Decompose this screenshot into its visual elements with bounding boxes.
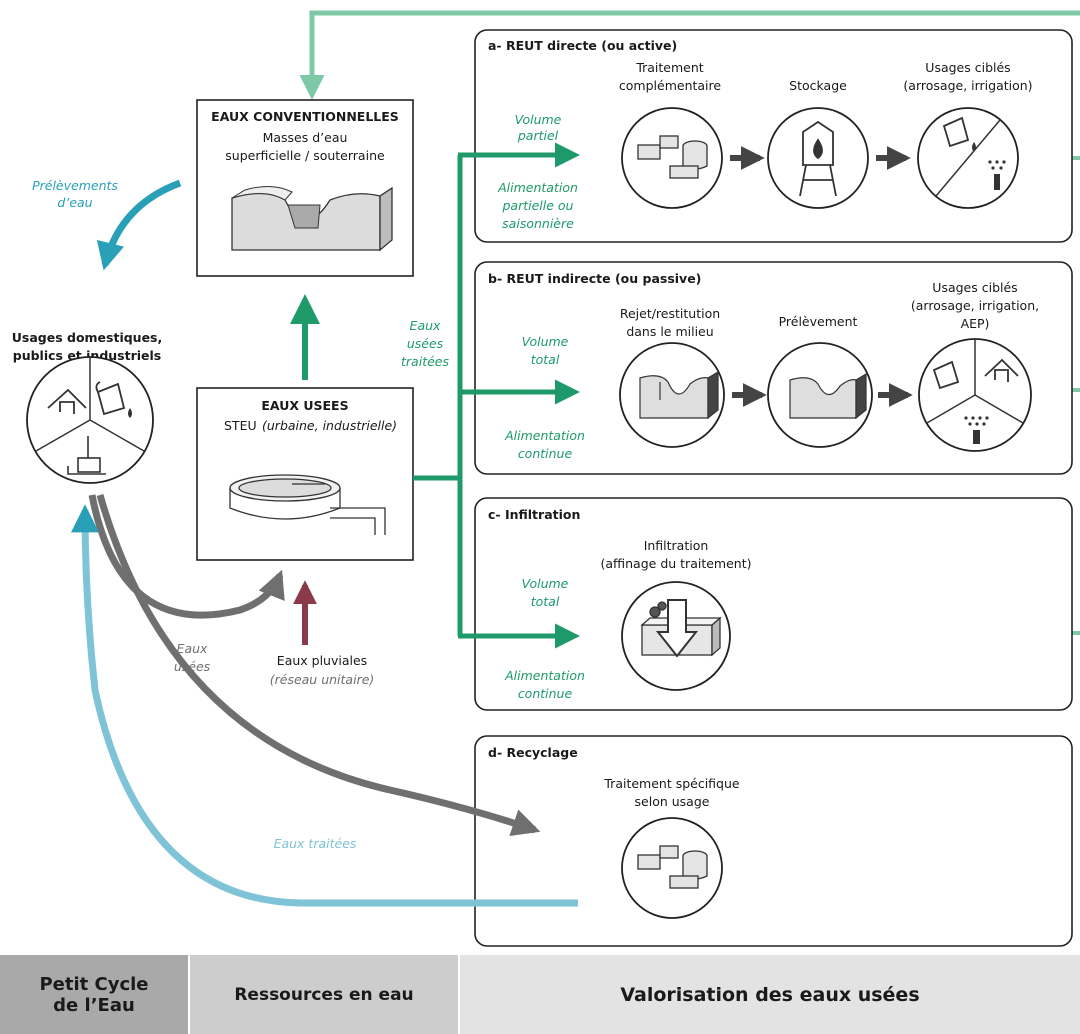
- panel-c-step1-line2: (affinage du traitement): [601, 556, 752, 571]
- usees-title: EAUX USEES: [261, 398, 348, 413]
- terrain-block-icon: [231, 186, 393, 252]
- panel-a-step1-line2: complémentaire: [619, 78, 721, 93]
- panel-c-alim-1: Alimentation: [504, 668, 585, 683]
- usees-steu: STEU: [224, 418, 257, 433]
- panel-a-volume-1: Volume: [515, 112, 562, 127]
- return-flow-line: [299, 10, 1080, 100]
- footer-petit-cycle: Petit Cycle de l’Eau: [0, 955, 188, 1034]
- watering-can-icon: [95, 381, 126, 416]
- water-drop-icon: [972, 142, 976, 152]
- panel-a-step3-line1: Usages ciblés: [925, 60, 1010, 75]
- pluviales-label-1: Eaux pluviales: [277, 653, 367, 668]
- sprinkler-icon: [988, 160, 1006, 190]
- footer-ressources-label: Ressources en eau: [234, 984, 414, 1005]
- panel-a-alim-2: partielle ou: [502, 198, 574, 213]
- panel-d-box: [474, 735, 1073, 947]
- panel-a-step2: Stockage: [789, 78, 847, 93]
- panel-c-step1-line1: Infiltration: [644, 538, 709, 553]
- panel-b-step3-line1: Usages ciblés: [932, 280, 1017, 295]
- water-drop-icon: [128, 408, 132, 418]
- panel-c-title: c- Infiltration: [488, 507, 580, 522]
- eaux-traitees-label-1: Eaux: [410, 318, 441, 333]
- footer-ressources: Ressources en eau: [190, 955, 458, 1034]
- panel-a-step1-line1: Traitement: [635, 60, 703, 75]
- panel-b-step3-line2: (arrosage, irrigation,: [911, 298, 1039, 313]
- eaux-usees-label-1: Eaux: [177, 641, 208, 656]
- pluviales-label-2: (réseau unitaire): [270, 672, 375, 687]
- watering-can-icon: [942, 116, 970, 148]
- panel-b-step3-line3: AEP): [961, 316, 990, 331]
- panel-a-title: a- REUT directe (ou active): [488, 38, 677, 53]
- footer-valorisation-label: Valorisation des eaux usées: [620, 983, 920, 1006]
- eaux-traitees-label-3: traitées: [401, 354, 449, 369]
- panel-a-usages-divider: [935, 119, 1001, 197]
- footer-valorisation: Valorisation des eaux usées: [460, 955, 1080, 1034]
- panel-c-volume-2: total: [531, 594, 560, 609]
- sprinkler-icon: [964, 416, 989, 444]
- usages-domestiques-dividers: [35, 357, 145, 452]
- treatment-tanks-icon: [637, 135, 708, 179]
- eaux-traitees-label-2: usées: [407, 336, 444, 351]
- recyclage-supply-arrow: [96, 494, 541, 837]
- eaux-usees-arrow: [88, 494, 285, 619]
- factory-icon: [67, 436, 106, 475]
- tap-house-icon: [47, 388, 87, 414]
- panel-d-step1-line2: selon usage: [635, 794, 710, 809]
- treatment-tanks-icon: [637, 845, 708, 889]
- eaux-traitees-return-label: Eaux traitées: [274, 836, 357, 851]
- panel-a-volume-2: partiel: [517, 128, 559, 143]
- panel-b-usages-dividers: [926, 339, 1024, 424]
- conventionnelles-line1: Masses d’eau: [263, 130, 348, 145]
- usees-steu-detail: (urbaine, industrielle): [262, 418, 397, 433]
- prelevements-label-1: Prélèvements: [32, 178, 118, 193]
- footer-petit-cycle-line1: Petit Cycle: [39, 973, 149, 995]
- panel-b-volume-2: total: [531, 352, 560, 367]
- infiltration-arrow-icon: [640, 599, 722, 658]
- water-tower-icon: [799, 120, 837, 197]
- panel-c-volume-1: Volume: [522, 576, 569, 591]
- panel-a-treatment-circle: [621, 107, 723, 209]
- footer-petit-cycle-line2: de l’Eau: [53, 994, 135, 1016]
- terrain-block-icon: [789, 372, 867, 420]
- eaux-usees-box: [196, 387, 414, 561]
- tap-house-icon: [984, 358, 1019, 382]
- distribution-lines: [413, 155, 463, 636]
- conventionnelles-line2: superficielle / souterraine: [225, 148, 385, 163]
- terrain-block-icon: [639, 370, 719, 420]
- conventionnelles-title: EAUX CONVENTIONNELLES: [211, 109, 399, 124]
- panel-d-treatment-circle: [621, 817, 723, 919]
- usages-domestiques-line1: Usages domestiques,: [12, 330, 163, 345]
- prelevements-label-2: d’eau: [57, 195, 92, 210]
- watering-can-icon: [932, 360, 960, 390]
- prelevements-arrow: [96, 179, 182, 271]
- panel-b-step1-line1: Rejet/restitution: [620, 306, 720, 321]
- panel-d-step1-line1: Traitement spécifique: [603, 776, 740, 791]
- panel-b-step1-line2: dans le milieu: [626, 324, 713, 339]
- panel-b-alim-1: Alimentation: [504, 428, 585, 443]
- panel-b-volume-1: Volume: [522, 334, 569, 349]
- panel-a-alim-1: Alimentation: [497, 180, 578, 195]
- panel-a-step3-line2: (arrosage, irrigation): [903, 78, 1032, 93]
- panel-c-alim-2: continue: [518, 686, 573, 701]
- panel-d-title: d- Recyclage: [488, 745, 578, 760]
- round-basin-icon: [229, 474, 386, 535]
- panel-c-box: [474, 497, 1073, 711]
- panel-b-step2: Prélèvement: [779, 314, 858, 329]
- panel-b-alim-2: continue: [518, 446, 573, 461]
- panel-b-title: b- REUT indirecte (ou passive): [488, 271, 701, 286]
- panel-a-alim-3: saisonnière: [502, 216, 574, 231]
- recyclage-return-arrow: [71, 504, 578, 907]
- usages-domestiques-line2: publics et industriels: [13, 348, 161, 363]
- panel-b-box: [474, 261, 1073, 475]
